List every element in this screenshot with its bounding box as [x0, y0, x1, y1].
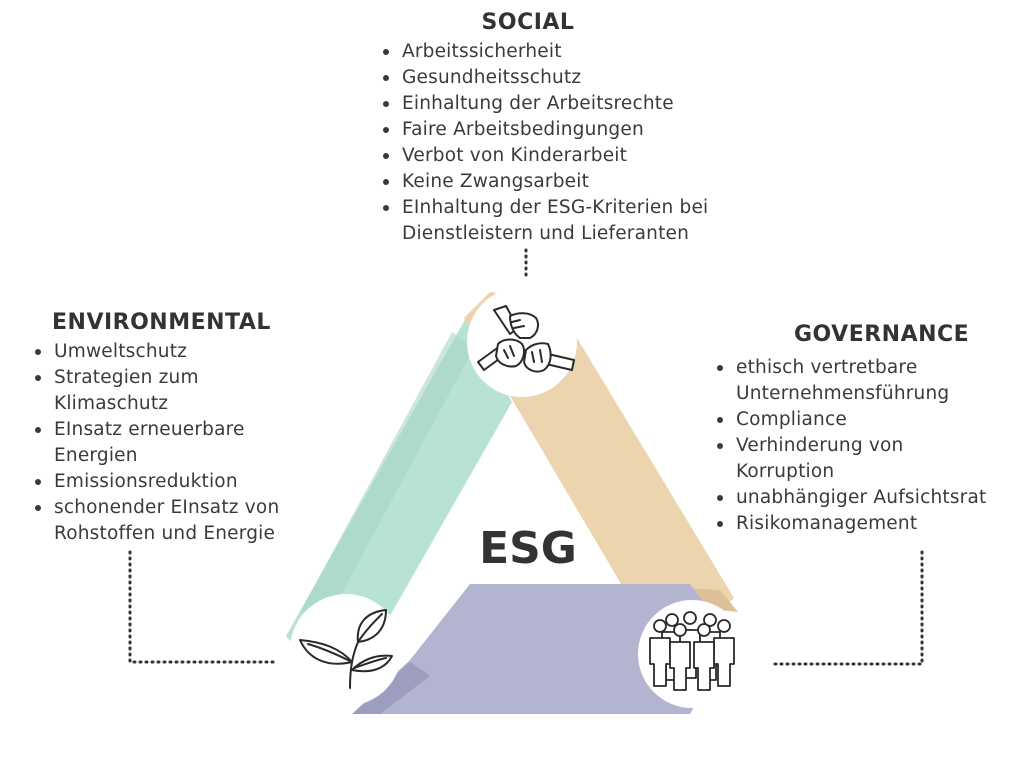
- people-group-icon: [649, 611, 735, 691]
- list-item: Verhinderung von Korruption: [712, 433, 936, 485]
- governance-icon-circle: [638, 600, 746, 708]
- social-title: SOCIAL: [481, 10, 575, 35]
- list-item: unabhängiger Aufsichtsrat: [712, 485, 1022, 511]
- connector-governance: [768, 550, 924, 666]
- list-item: Compliance: [712, 407, 1022, 433]
- environmental-title: ENVIRONMENTAL: [52, 310, 271, 335]
- center-esg-label: ESG: [479, 523, 577, 574]
- list-item: Faire Arbeitsbedingungen: [378, 117, 778, 143]
- list-item: schonender EInsatz von Rohstoffen und En…: [30, 495, 324, 547]
- list-item: ethisch vertretbare Unternehmensführung: [712, 355, 976, 407]
- list-item: Verbot von Kinderarbeit: [378, 143, 778, 169]
- list-item: EInsatz erneuerbare Energien: [30, 417, 294, 469]
- governance-panel: GOVERNANCE ethisch vertretbare Unternehm…: [712, 322, 1022, 537]
- inner-triangle: [452, 478, 584, 584]
- list-item: Einhaltung der Arbeitsrechte: [378, 91, 778, 117]
- list-item: Strategien zum Klimaschutz: [30, 365, 244, 417]
- band-environmental-shadow: [300, 332, 474, 626]
- environmental-list: Umweltschutz Strategien zum Klimaschutz …: [30, 339, 320, 547]
- list-item: Emissionsreduktion: [30, 469, 320, 495]
- environmental-panel: ENVIRONMENTAL Umweltschutz Strategien zu…: [30, 310, 320, 547]
- governance-title: GOVERNANCE: [794, 322, 970, 347]
- list-item: Risikomanagement: [712, 511, 1022, 537]
- connector-environmental: [128, 550, 277, 664]
- environmental-icon-circle: [290, 594, 402, 706]
- governance-list: ethisch vertretbare Unternehmensführung …: [712, 355, 1022, 537]
- list-item: Umweltschutz: [30, 339, 320, 365]
- list-item: EInhaltung der ESG-Kriterien bei Dienstl…: [378, 195, 742, 247]
- band-governance-shadow: [352, 662, 430, 714]
- hands-together-icon: [477, 305, 575, 373]
- leaf-plant-icon: [299, 609, 393, 689]
- list-item: Arbeitssicherheit: [378, 39, 778, 65]
- list-item: Keine Zwangsarbeit: [378, 169, 778, 195]
- social-icon-circle: [467, 287, 577, 397]
- band-governance: [352, 584, 732, 714]
- social-panel: SOCIAL Arbeitssicherheit Gesundheitsschu…: [378, 10, 778, 247]
- dotted-connectors: [128, 248, 924, 666]
- social-list: Arbeitssicherheit Gesundheitsschutz Einh…: [378, 39, 778, 247]
- list-item: Gesundheitsschutz: [378, 65, 778, 91]
